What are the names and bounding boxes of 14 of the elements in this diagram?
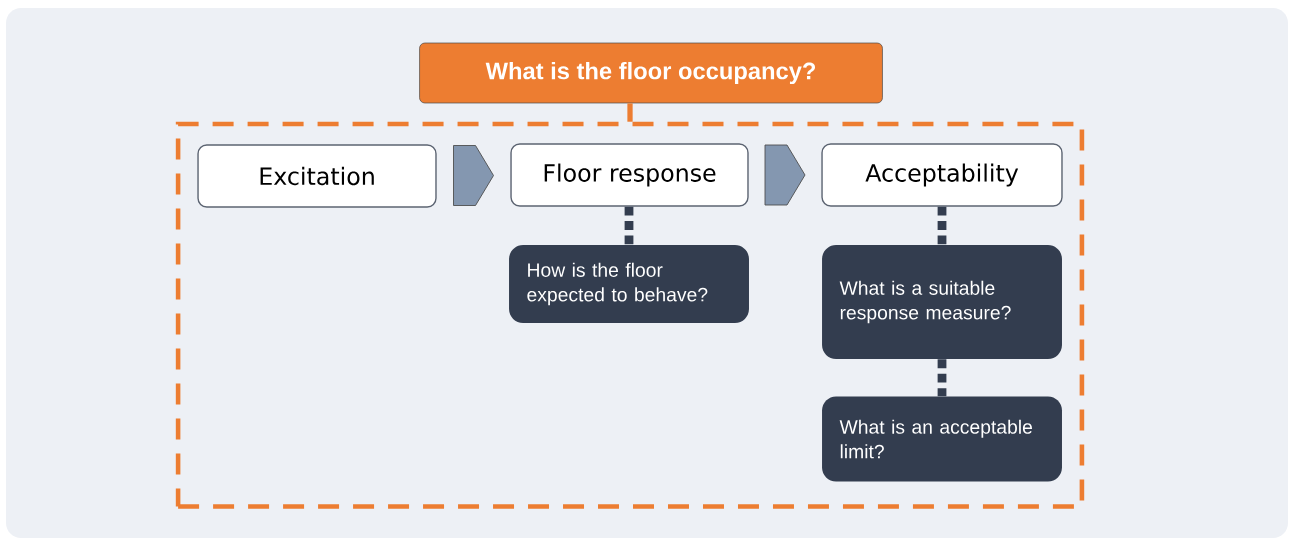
process-box: Excitation [197, 144, 437, 208]
process-box: Acceptability [821, 143, 1063, 207]
chevron-arrow [453, 145, 494, 206]
dotted-connector [937, 359, 947, 397]
question-box: What is a suitable response measure? [822, 245, 1062, 359]
dotted-connector [937, 206, 947, 245]
dashed-frame [175, 121, 1085, 509]
process-box: Floor response [510, 143, 749, 207]
connector-line [627, 103, 633, 122]
question-box: How is the floor expected to behave? [509, 245, 749, 323]
question-box: What is an acceptable limit? [822, 396, 1062, 482]
chevron-arrow [764, 144, 806, 206]
dotted-connector [624, 206, 634, 245]
title-box: What is the floor occupancy? [419, 42, 883, 104]
